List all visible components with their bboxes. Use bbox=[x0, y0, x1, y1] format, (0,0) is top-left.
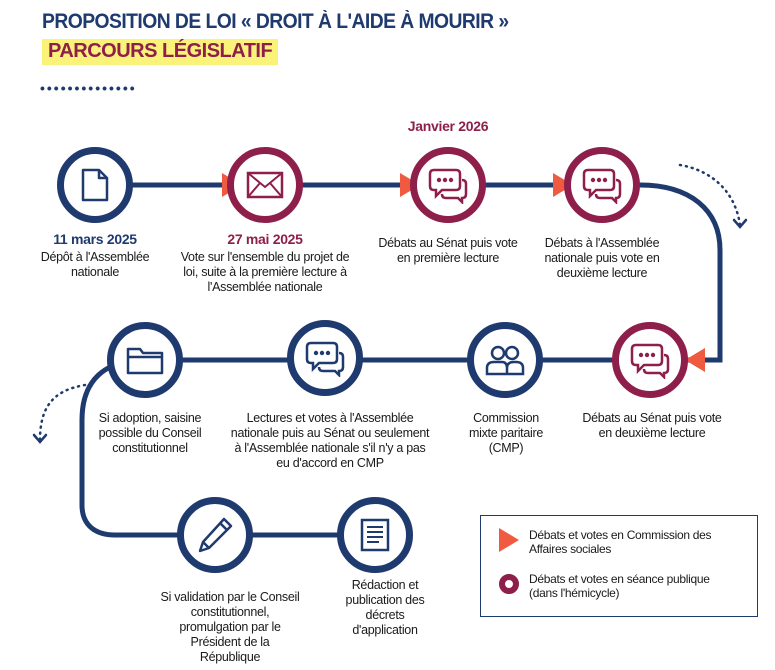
step-label: Dépôt à l'Assemblée nationale bbox=[40, 250, 150, 279]
step-circle-cmp bbox=[467, 322, 543, 398]
step-circle-decrets bbox=[337, 497, 413, 573]
commission-arrow-icon bbox=[553, 173, 573, 197]
legend-item-commission: Débats et votes en Commission des Affair… bbox=[499, 528, 734, 556]
step-circle-depot bbox=[57, 147, 133, 223]
step-circle-senat-1 bbox=[410, 147, 486, 223]
document-icon bbox=[81, 168, 109, 202]
step-label: Débats à l'Assemblée nationale puis vote… bbox=[544, 236, 660, 280]
chat-icon bbox=[428, 168, 468, 204]
legend-item-seance: Débats et votes en séance publique (dans… bbox=[499, 572, 734, 600]
page-title: PROPOSITION DE LOI « DROIT À L'AIDE À MO… bbox=[42, 10, 509, 33]
step-label: Commission mixte paritaire (CMP) bbox=[469, 411, 543, 455]
dotted-arrow-right bbox=[678, 163, 742, 227]
legend: Débats et votes en Commission des Affair… bbox=[480, 515, 758, 617]
legend-label: Débats et votes en Commission des Affair… bbox=[529, 528, 712, 556]
path-segment-upper bbox=[95, 182, 723, 363]
step-label: Lectures et votes à l'Assemblée national… bbox=[230, 411, 430, 470]
envelope-icon bbox=[246, 171, 284, 199]
chat-icon bbox=[582, 168, 622, 204]
people-icon bbox=[485, 345, 525, 376]
step-label: Si adoption, saisine possible du Conseil… bbox=[98, 411, 202, 455]
commission-arrow-icon bbox=[685, 348, 705, 372]
step-label: Débats au Sénat puis vote en deuxième le… bbox=[582, 411, 722, 440]
dotted-arrow-left bbox=[38, 383, 87, 442]
step-circle-promulgation bbox=[177, 497, 253, 573]
step-circle-an-2 bbox=[564, 147, 640, 223]
folder-icon bbox=[126, 347, 164, 375]
decorative-dots: •••••••••••••• bbox=[40, 80, 137, 96]
step-label: Débats au Sénat puis vote en première le… bbox=[378, 236, 518, 265]
step-circle-conseil bbox=[107, 322, 183, 398]
pen-icon bbox=[198, 517, 233, 553]
legend-label: Débats et votes en séance publique (dans… bbox=[529, 572, 710, 600]
chat-icon bbox=[305, 341, 345, 377]
step-label: Rédaction et publication des décrets d'a… bbox=[345, 578, 425, 637]
step-date: 27 mai 2025 bbox=[227, 231, 303, 247]
step-date: Janvier 2026 bbox=[407, 118, 489, 134]
step-circle-vote-an bbox=[227, 147, 303, 223]
list-document-icon bbox=[360, 518, 390, 552]
step-date: 11 mars 2025 bbox=[53, 231, 137, 247]
orange-triangle-icon bbox=[499, 528, 519, 552]
crimson-ring-icon bbox=[499, 574, 519, 594]
step-circle-lectures bbox=[287, 320, 363, 396]
step-label: Si validation par le Conseil constitutio… bbox=[160, 590, 300, 664]
chat-icon bbox=[630, 343, 670, 379]
page-subtitle: PARCOURS LÉGISLATIF bbox=[42, 39, 279, 65]
step-circle-senat-2 bbox=[612, 322, 688, 398]
step-label: Vote sur l'ensemble du projet de loi, su… bbox=[180, 250, 350, 294]
